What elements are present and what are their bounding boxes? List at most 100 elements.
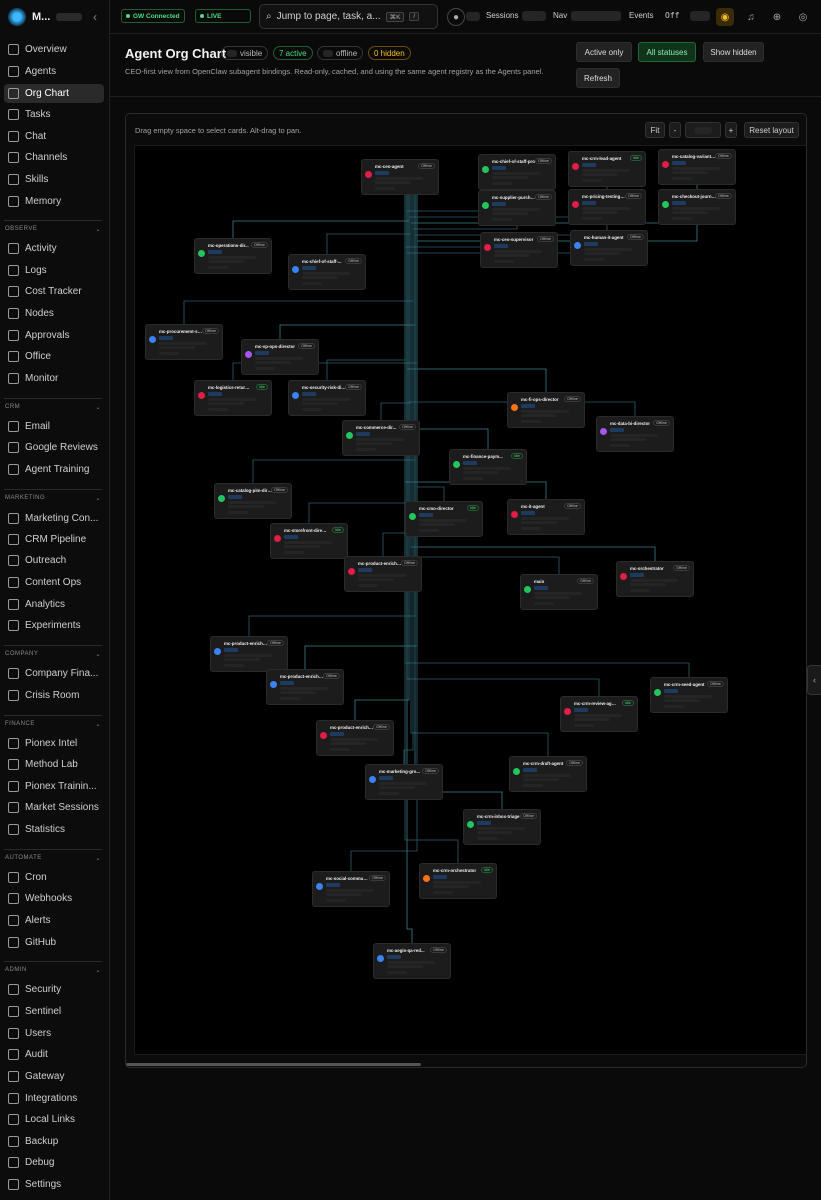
sidebar-item-org-chart[interactable]: Org Chart	[4, 84, 104, 103]
sidebar-item-analytics[interactable]: Analytics	[4, 595, 104, 614]
agent-card[interactable]: mc-pricing-testing-bid...Offline	[568, 189, 646, 225]
sidebar-item-monitor[interactable]: Monitor	[4, 369, 104, 388]
sidebar-item-agent-training[interactable]: Agent Training	[4, 460, 104, 479]
agent-card[interactable]: mc-aegis-qa-red...Offline	[373, 943, 451, 979]
fit-button[interactable]: Fit	[645, 122, 665, 138]
sidebar-item-crm-pipeline[interactable]: CRM Pipeline	[4, 530, 104, 549]
sidebar-item-outreach[interactable]: Outreach	[4, 551, 104, 570]
sidebar-item-crisis-room[interactable]: Crisis Room	[4, 686, 104, 705]
sidebar-item-audit[interactable]: Audit	[4, 1045, 104, 1064]
agent-card[interactable]: mc-checkout-journey-o...Offline	[658, 189, 736, 225]
sidebar-item-backup[interactable]: Backup	[4, 1132, 104, 1151]
agent-card[interactable]: mc-procurement-suppl...Offline	[145, 324, 223, 360]
chevron-left-icon[interactable]: ‹	[807, 665, 821, 695]
sidebar-section-automate[interactable]: AUTOMATE⌄	[5, 855, 101, 862]
sidebar-item-sentinel[interactable]: Sentinel	[4, 1002, 104, 1021]
sidebar-item-cost-tracker[interactable]: Cost Tracker	[4, 282, 104, 301]
refresh-button[interactable]: Refresh	[576, 68, 620, 88]
sidebar-item-approvals[interactable]: Approvals	[4, 326, 104, 345]
agent-card[interactable]: mc-supplier-purchasing...Offline	[478, 190, 556, 226]
sidebar-section-finance[interactable]: FINANCE⌄	[5, 721, 101, 728]
brand[interactable]: M... ‹	[0, 0, 109, 34]
sidebar-item-company-fina-[interactable]: Company Fina...	[4, 664, 104, 683]
search-input[interactable]: ⌕ Jump to page, task, a... ⌘K /	[259, 4, 438, 29]
agent-card[interactable]: mc-social-community-di...Offline	[312, 871, 390, 907]
sidebar-item-logs[interactable]: Logs	[4, 261, 104, 280]
chevron-left-icon[interactable]: ‹	[93, 10, 97, 24]
sidebar-item-nodes[interactable]: Nodes	[4, 304, 104, 323]
sidebar-section-admin[interactable]: ADMIN⌄	[5, 967, 101, 974]
sidebar-item-method-lab[interactable]: Method Lab	[4, 755, 104, 774]
zoom-in-button[interactable]: +	[725, 122, 737, 138]
sidebar-item-pionex-trainin-[interactable]: Pionex Trainin...	[4, 777, 104, 796]
agent-card[interactable]: mc-chief-of-staff-...Offline	[288, 254, 366, 290]
zoom-out-button[interactable]: -	[669, 122, 681, 138]
sidebar-item-memory[interactable]: Memory	[4, 192, 104, 211]
sidebar-section-observe[interactable]: OBSERVE⌄	[5, 226, 101, 233]
sidebar-item-agents[interactable]: Agents	[4, 62, 104, 81]
sidebar-item-email[interactable]: Email	[4, 417, 104, 436]
sidebar-item-chat[interactable]: Chat	[4, 127, 104, 146]
sidebar-item-overview[interactable]: Overview	[4, 40, 104, 59]
agent-card[interactable]: mc-catalog-variant-rea...Offline	[658, 149, 736, 185]
agent-card[interactable]: mc-marketing-gro...Offline	[365, 764, 443, 800]
active-only-button[interactable]: Active only	[576, 42, 632, 62]
sidebar-item-alerts[interactable]: Alerts	[4, 911, 104, 930]
sidebar-item-github[interactable]: GitHub	[4, 933, 104, 952]
sidebar-item-security[interactable]: Security	[4, 980, 104, 999]
connection-icon[interactable]: ●	[447, 8, 465, 26]
sidebar-item-google-reviews[interactable]: Google Reviews	[4, 438, 104, 457]
sidebar-item-content-ops[interactable]: Content Ops	[4, 573, 104, 592]
sidebar-item-skills[interactable]: Skills	[4, 170, 104, 189]
sidebar-item-settings[interactable]: Settings	[4, 1175, 104, 1194]
agent-card[interactable]: mc-logistics-returns-dir...Idle	[194, 380, 272, 416]
sidebar-item-activity[interactable]: Activity	[4, 239, 104, 258]
sidebar-item-office[interactable]: Office	[4, 347, 104, 366]
globe-icon[interactable]: ⊕	[772, 11, 782, 23]
account-icon[interactable]: ◎	[798, 11, 808, 23]
bell-icon[interactable]: ♫	[747, 11, 755, 23]
agent-card[interactable]: mc-commerce-dir...Offline	[342, 420, 420, 456]
sidebar-item-pionex-intel[interactable]: Pionex Intel	[4, 734, 104, 753]
sidebar-item-statistics[interactable]: Statistics	[4, 820, 104, 839]
sidebar-item-users[interactable]: Users	[4, 1024, 104, 1043]
sidebar-item-market-sessions[interactable]: Market Sessions	[4, 798, 104, 817]
all-statuses-button[interactable]: All statuses	[638, 42, 696, 62]
show-hidden-button[interactable]: Show hidden	[703, 42, 764, 62]
agent-card[interactable]: mc-operations-dir...Offline	[194, 238, 272, 274]
sidebar-item-integrations[interactable]: Integrations	[4, 1089, 104, 1108]
eye-off-icon[interactable]: ◉	[716, 8, 734, 26]
sidebar-item-experiments[interactable]: Experiments	[4, 616, 104, 635]
agent-card[interactable]: mc-product-enrichment...Offline	[316, 720, 394, 756]
sidebar-item-gateway[interactable]: Gateway	[4, 1067, 104, 1086]
sidebar-item-local-links[interactable]: Local Links	[4, 1110, 104, 1129]
agent-card[interactable]: mc-product-enrichment...Offline	[210, 636, 288, 672]
horizontal-scrollbar[interactable]	[126, 1063, 421, 1066]
sidebar-section-marketing[interactable]: MARKETING⌄	[5, 495, 101, 502]
sidebar-item-cron[interactable]: Cron	[4, 868, 104, 887]
sidebar-section-company[interactable]: COMPANY⌄	[5, 651, 101, 658]
agent-card[interactable]: mc-product-enrichment...Offline	[266, 669, 344, 705]
sidebar-item-webhooks[interactable]: Webhooks	[4, 889, 104, 908]
agent-card[interactable]: mc-finance-paym...Idle	[449, 449, 527, 485]
sidebar-section-crm[interactable]: CRM⌄	[5, 404, 101, 411]
sidebar-item-debug[interactable]: Debug	[4, 1153, 104, 1172]
reset-layout-button[interactable]: Reset layout	[744, 122, 799, 138]
